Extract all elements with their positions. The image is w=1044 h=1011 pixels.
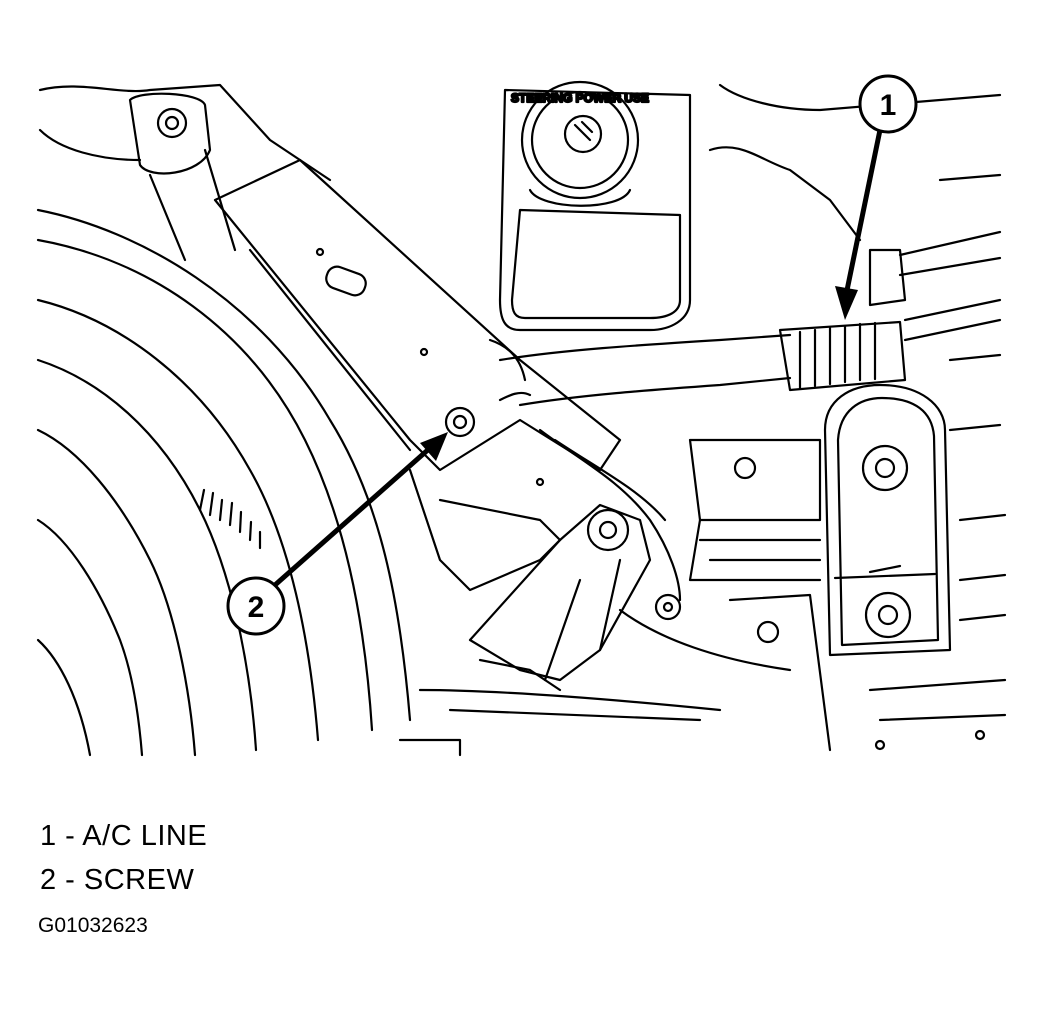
right-mount-bracket	[823, 383, 952, 657]
wire-harness	[538, 428, 792, 672]
arrowhead-2-icon	[420, 432, 448, 461]
bracket-bolt-lower	[864, 591, 912, 639]
middle-bracket	[688, 438, 822, 582]
figure-id: G01032623	[38, 914, 148, 937]
legend-item-ac-line: 1 - A/C LINE	[40, 820, 208, 852]
reservoir-cap	[520, 80, 640, 200]
lower-frame	[398, 593, 1007, 757]
callout-2: 2	[226, 432, 448, 636]
callout-2-number: 2	[248, 591, 265, 624]
cap-lettering: STEERING POWER USE	[511, 91, 649, 105]
arrowhead-1-icon	[835, 286, 858, 320]
fender-panel	[36, 208, 412, 757]
upper-right-area	[708, 83, 1007, 622]
lower-left-bracket	[468, 503, 652, 692]
bracket-bolt-upper	[861, 444, 909, 492]
callout-1-number: 1	[880, 89, 897, 122]
engine-bay-illustration: STEERING POWER USE	[36, 74, 1007, 757]
ac-line-hose	[488, 230, 1002, 407]
legend-item-screw: 2 - SCREW	[40, 864, 195, 896]
screw-at-callout-2	[444, 406, 476, 438]
callout-1: 1	[835, 74, 918, 320]
reservoir	[498, 80, 692, 332]
upper-left-bracket	[38, 83, 332, 262]
